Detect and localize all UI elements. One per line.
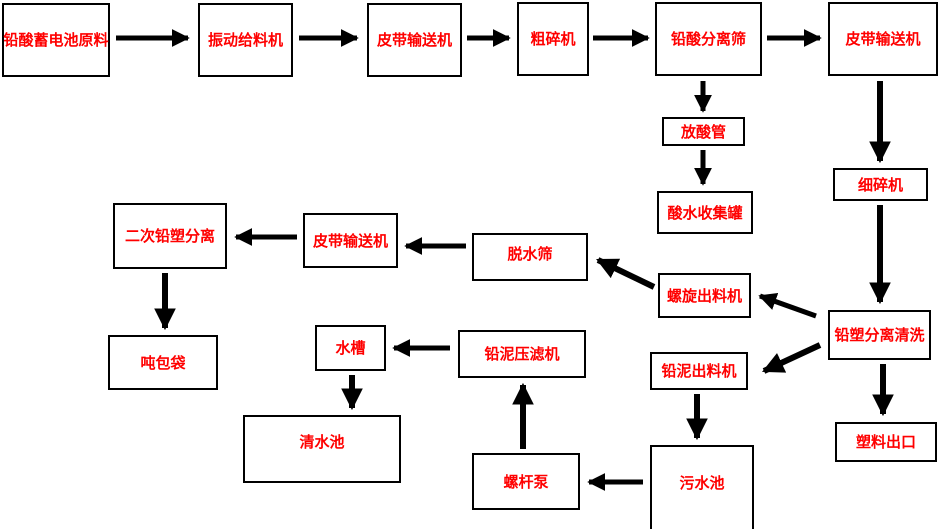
node-plastic-outlet: 塑料出口 — [835, 422, 937, 462]
node-lead-acid-separation-screen: 铅酸分离筛 — [655, 2, 762, 76]
node-belt-conveyor-3: 皮带输送机 — [303, 213, 398, 268]
node-screw-discharger: 螺旋出料机 — [658, 273, 751, 318]
node-ton-bag: 吨包袋 — [108, 335, 218, 390]
node-dewatering-screen: 脱水筛 — [472, 233, 588, 281]
node-clear-water-pool: 清水池 — [243, 415, 401, 483]
node-fine-crusher: 细碎机 — [833, 168, 928, 201]
node-coarse-crusher: 粗碎机 — [517, 2, 589, 76]
node-sewage-pool: 污水池 — [650, 445, 754, 529]
node-belt-conveyor-1: 皮带输送机 — [367, 3, 462, 77]
arrow-washing-to-screw-discharger — [758, 292, 817, 319]
node-lead-sludge-filter-press: 铅泥压滤机 — [458, 330, 586, 378]
node-raw-material: 铅酸蓄电池原料 — [2, 3, 110, 77]
node-lead-sludge-discharger: 铅泥出料机 — [650, 352, 748, 390]
node-acid-water-collection-tank: 酸水收集罐 — [657, 191, 753, 234]
node-lead-plastic-separation-washing: 铅塑分离清洗 — [828, 310, 931, 360]
node-secondary-lead-plastic-separation: 二次铅塑分离 — [113, 203, 227, 269]
node-belt-conveyor-2: 皮带输送机 — [828, 2, 938, 76]
node-screw-pump: 螺杆泵 — [472, 453, 580, 510]
node-water-tank: 水槽 — [315, 325, 386, 371]
arrow-washing-to-sludge-discharger — [762, 342, 822, 374]
node-vibrating-feeder: 振动给料机 — [198, 3, 293, 77]
node-acid-discharge-pipe: 放酸管 — [662, 117, 745, 146]
arrow-screw-discharger-to-dewatering — [596, 257, 656, 290]
